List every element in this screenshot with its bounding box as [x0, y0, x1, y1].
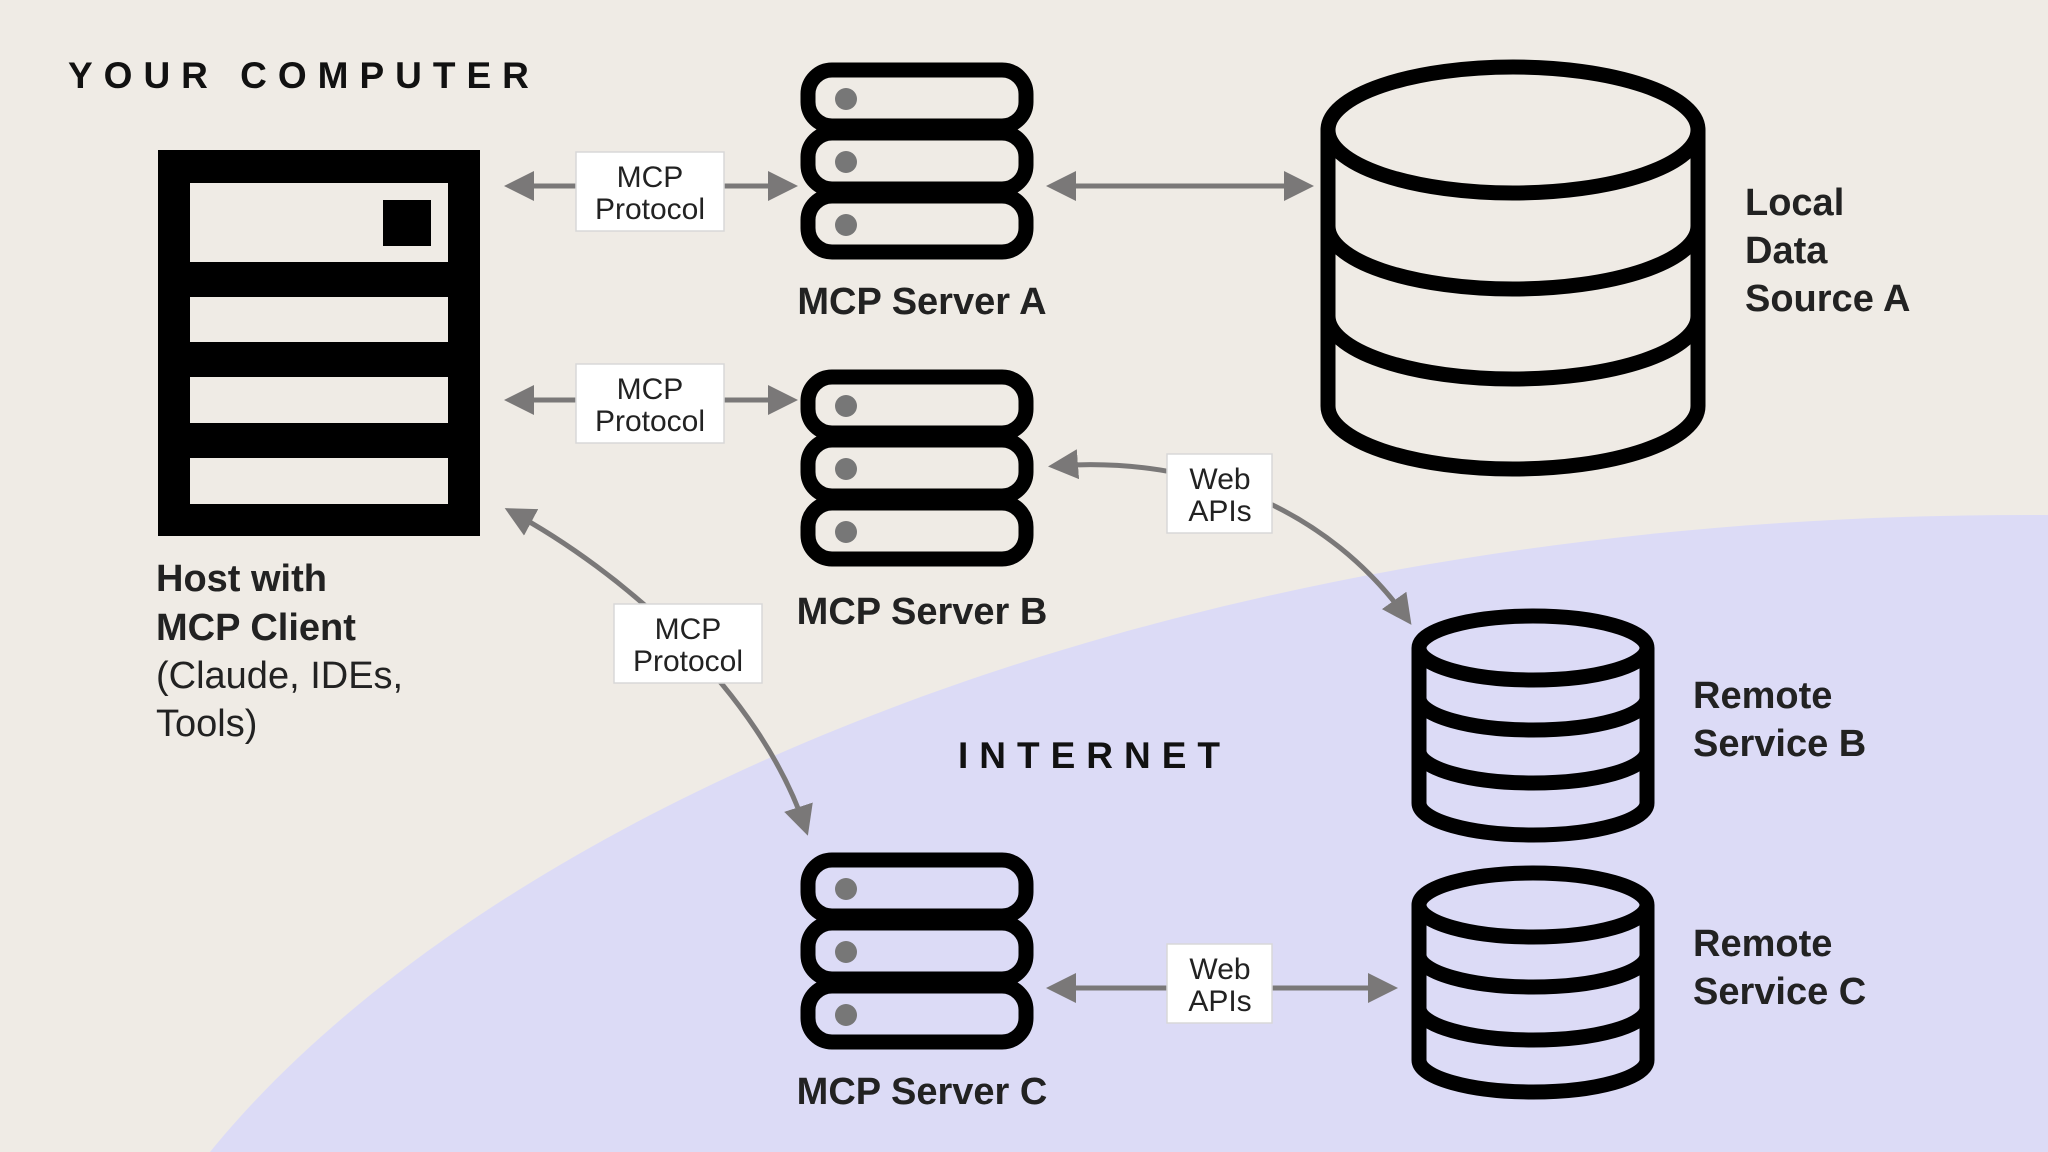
edge-label-line: MCP [655, 613, 722, 646]
edge-label-line: APIs [1188, 985, 1251, 1018]
edge-label-server-b-remote-b: Web APIs [1166, 453, 1273, 534]
internet-region [210, 514, 2048, 1152]
remote-c-line-1: Remote [1693, 923, 1832, 965]
local-data-line-2: Data [1745, 230, 1828, 272]
local-data-line-1: Local [1745, 182, 1844, 224]
host-sub-line-1: (Claude, IDEs, [156, 655, 403, 697]
edge-label-host-server-a: MCP Protocol [575, 151, 725, 232]
server-a-label: MCP Server A [797, 281, 1046, 323]
host-sub-line-2: Tools) [156, 703, 257, 745]
local-data-line-3: Source A [1745, 278, 1910, 320]
host-computer-icon [158, 150, 480, 536]
edge-label-line: Web [1189, 953, 1250, 986]
remote-b-line-1: Remote [1693, 675, 1832, 717]
your-computer-title: YOUR COMPUTER [68, 55, 540, 96]
remote-c-line-2: Service C [1693, 971, 1866, 1013]
edge-label-line: Web [1189, 463, 1250, 496]
local-data-source-database-icon [1320, 59, 1706, 477]
edge-label-line: Protocol [595, 405, 705, 438]
server-c-icon [800, 852, 1034, 1050]
edge-label-line: APIs [1188, 495, 1251, 528]
server-b-icon [800, 369, 1034, 567]
edge-label-line: Protocol [595, 193, 705, 226]
edge-label-line: MCP [617, 373, 684, 406]
edge-label-line: MCP [617, 161, 684, 194]
remote-service-c-database-icon [1411, 865, 1655, 1100]
edge-label-server-c-remote-c: Web APIs [1166, 943, 1273, 1024]
server-a-icon [800, 62, 1034, 260]
host-label: Host with MCP Client (Claude, IDEs, Tool… [156, 558, 403, 745]
server-b-label: MCP Server B [797, 591, 1048, 633]
host-title-line-1: Host with [156, 558, 327, 600]
remote-b-line-2: Service B [1693, 723, 1866, 765]
edge-label-line: Protocol [633, 645, 743, 678]
local-data-source-label: Local Data Source A [1745, 182, 1910, 320]
internet-title: INTERNET [958, 735, 1231, 776]
remote-service-c-label: Remote Service C [1693, 923, 1866, 1013]
server-c-label: MCP Server C [797, 1071, 1048, 1113]
remote-service-b-label: Remote Service B [1693, 675, 1866, 765]
edge-label-host-server-b: MCP Protocol [575, 363, 725, 444]
host-title-line-2: MCP Client [156, 607, 356, 649]
remote-service-b-database-icon [1411, 608, 1655, 843]
edge-label-host-server-c: MCP Protocol [613, 603, 763, 684]
